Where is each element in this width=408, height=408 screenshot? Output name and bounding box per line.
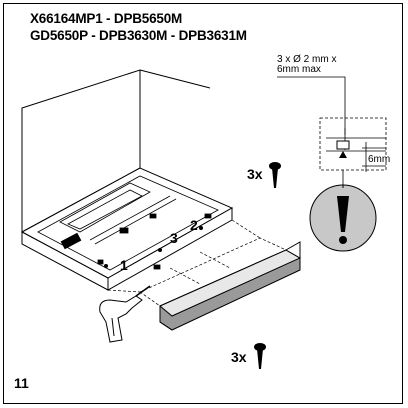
page-frame [3, 3, 403, 404]
screw-spec-line-2: 6mm max [277, 64, 321, 75]
step-number-1: 1 [120, 257, 128, 273]
spec-leader [277, 76, 346, 135]
hood-screw-points [104, 226, 203, 268]
step-number-2: 2 [190, 217, 198, 233]
dimension-label: 6mm [368, 154, 391, 165]
detail-box [319, 117, 387, 185]
screw-icon-bottom [254, 343, 266, 369]
screw-detail-head [336, 140, 350, 150]
hood-inner [37, 175, 219, 271]
screw-quantity-top: 3x [247, 166, 263, 182]
model-list-line-2: GD5650P - DPB3630M - DPB3631M [30, 28, 247, 43]
trim-strip [159, 241, 302, 331]
drill-icon [99, 285, 151, 343]
page-number: 11 [14, 375, 29, 391]
warning-icon [309, 184, 377, 252]
model-list-line-1: X66164MP1 - DPB5650M [30, 11, 183, 26]
step-number-3: 3 [170, 230, 178, 246]
screw-icon-top [269, 162, 281, 188]
detail-arrow [339, 151, 347, 158]
screw-quantity-bottom: 3x [231, 349, 247, 365]
screw-spec-line-1: 3 x Ø 2 mm x [277, 54, 337, 65]
